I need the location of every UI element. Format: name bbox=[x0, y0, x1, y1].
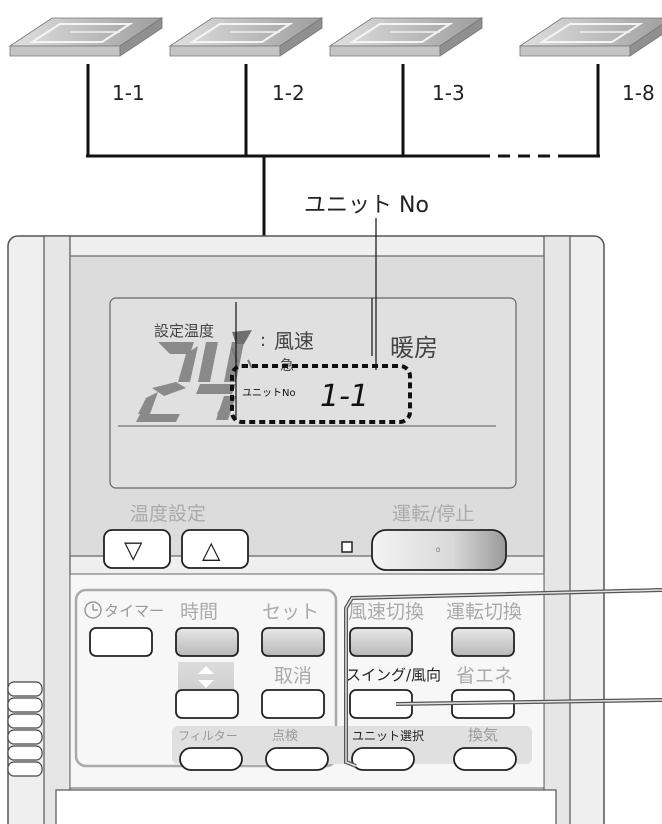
lcd-fan-label: 風速 bbox=[274, 329, 314, 353]
vent-label: 換気 bbox=[468, 726, 498, 744]
lcd-set-temp-label: 設定温度 bbox=[154, 322, 214, 340]
lcd-display: 設定温度 24 : 風速 急 暖房 ユニットNo 1-1 bbox=[109, 297, 517, 489]
temp-up-icon: △ bbox=[202, 536, 221, 564]
unit-no-highlight-box bbox=[230, 364, 412, 424]
cancel-label: 取消 bbox=[274, 665, 312, 687]
unit-label-1-3: 1-3 bbox=[432, 81, 465, 105]
hour-label: 時間 bbox=[180, 601, 218, 623]
temp-down-icon: ▽ bbox=[124, 536, 143, 564]
side-grip bbox=[7, 681, 43, 777]
fan-switch-button[interactable] bbox=[349, 627, 413, 657]
temp-set-label: 温度設定 bbox=[130, 503, 206, 525]
indoor-unit-1-1 bbox=[8, 17, 164, 57]
run-stop-button[interactable]: ◦ bbox=[371, 529, 507, 571]
lcd-mode: 暖房 bbox=[390, 334, 438, 362]
indoor-unit-1-8 bbox=[518, 17, 662, 57]
hour-button[interactable] bbox=[175, 627, 239, 657]
swing-label: スイング/風向 bbox=[346, 666, 441, 684]
timer-label: タイマー bbox=[104, 602, 164, 620]
set-label: セット bbox=[262, 601, 319, 623]
degree-mark-icon bbox=[217, 409, 227, 419]
check-button[interactable] bbox=[265, 747, 329, 771]
hour-down-button[interactable] bbox=[175, 689, 239, 719]
timer-button[interactable] bbox=[89, 627, 153, 657]
unit-select-button[interactable] bbox=[351, 747, 415, 771]
lcd-unit-no-small: ユニットNo bbox=[242, 388, 296, 399]
vent-button[interactable] bbox=[453, 747, 517, 771]
run-switch-label: 運転切換 bbox=[446, 601, 522, 623]
unit-label-1-1: 1-1 bbox=[112, 81, 145, 105]
indoor-unit-1-2 bbox=[168, 17, 324, 57]
indoor-unit-1-3 bbox=[328, 17, 484, 57]
run-stop-label: 運転/停止 bbox=[392, 503, 474, 525]
unit-select-label: ユニット選択 bbox=[352, 729, 424, 743]
temp-down-button[interactable]: ▽ bbox=[103, 529, 171, 569]
run-switch-button[interactable] bbox=[451, 627, 515, 657]
unit-label-1-8: 1-8 bbox=[622, 81, 655, 105]
run-stop-dot-icon: ◦ bbox=[434, 543, 442, 559]
lcd-temperature-digits bbox=[136, 342, 244, 422]
callout-bracket-lines bbox=[344, 588, 662, 768]
lcd-colon: : bbox=[260, 330, 266, 351]
temp-up-button[interactable]: △ bbox=[181, 529, 249, 569]
timer-clock-icon bbox=[84, 601, 102, 619]
cancel-button[interactable] bbox=[261, 689, 325, 719]
lcd-unit-no-value: 1-1 bbox=[320, 379, 369, 414]
filter-button[interactable] bbox=[179, 747, 243, 771]
wiring bbox=[86, 64, 600, 236]
bottom-button-strip bbox=[172, 726, 532, 764]
eco-label: 省エネ bbox=[456, 665, 513, 687]
up-down-arrows-icon bbox=[178, 662, 234, 692]
fan-speed-icon bbox=[232, 330, 252, 344]
filter-label: フィルター bbox=[178, 729, 238, 743]
run-indicator-lamp bbox=[341, 541, 353, 553]
check-label: 点検 bbox=[272, 729, 298, 744]
unit-label-1-2: 1-2 bbox=[272, 81, 305, 105]
fan-switch-label: 風速切換 bbox=[348, 601, 424, 623]
set-button[interactable] bbox=[261, 627, 325, 657]
callout-unit-no-label: ユニット No bbox=[304, 193, 429, 218]
